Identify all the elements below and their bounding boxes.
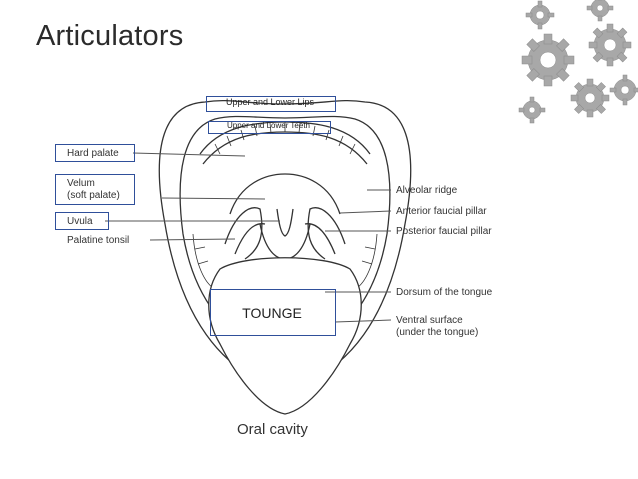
label-anterior-faucial-pillar: Anterior faucial pillar bbox=[396, 206, 487, 217]
slide-title: Articulators bbox=[36, 20, 184, 52]
label-uvula: Uvula bbox=[67, 216, 93, 227]
uvula bbox=[276, 208, 294, 237]
label-dorsum-of-tongue: Dorsum of the tongue bbox=[396, 287, 493, 298]
tounge-box bbox=[210, 289, 336, 336]
label-soft-palate: (soft palate) bbox=[67, 190, 120, 201]
teeth-box bbox=[208, 121, 331, 134]
lips-outline bbox=[158, 100, 412, 390]
label-velum: Velum bbox=[67, 178, 95, 189]
label-hard-palate: Hard palate bbox=[67, 148, 119, 159]
label-palatine-tonsil: Palatine tonsil bbox=[67, 235, 130, 246]
hard-palate-box bbox=[55, 144, 135, 162]
uvula-box bbox=[55, 212, 109, 230]
label-under-the-tongue: (under the tongue) bbox=[396, 327, 479, 338]
label-alveolar-ridge: Alveolar ridge bbox=[396, 185, 458, 196]
label-upper-lower-lips: Upper and Lower Lips bbox=[225, 97, 315, 107]
oral-cavity-figure: Hard palate Velum (soft palate) Uvula Pa… bbox=[55, 74, 512, 446]
velum bbox=[229, 173, 341, 215]
mouth-inner bbox=[179, 115, 391, 360]
lips-box bbox=[206, 96, 336, 112]
figure-caption: Oral cavity bbox=[237, 421, 308, 438]
label-ventral-surface: Ventral surface bbox=[396, 315, 463, 326]
label-tounge: TOUNGE bbox=[242, 305, 302, 321]
label-posterior-faucial-pillar: Posterior faucial pillar bbox=[396, 226, 492, 237]
velum-box bbox=[55, 174, 135, 205]
label-upper-lower-teeth: Upper and Lower Teeth bbox=[226, 121, 311, 130]
